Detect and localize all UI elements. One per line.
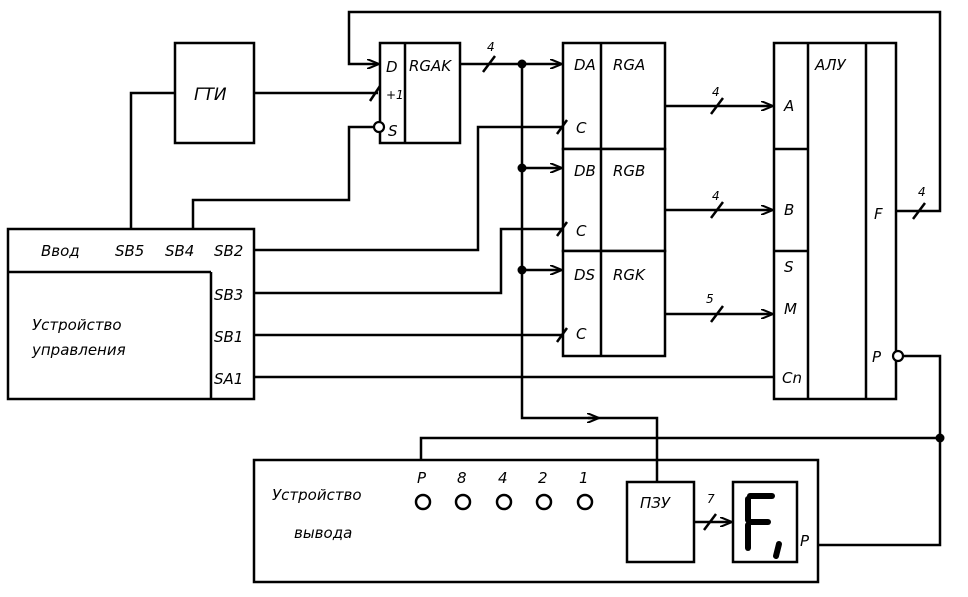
rga-c-pin: C bbox=[576, 119, 587, 137]
rgk-d-pin: DS bbox=[574, 266, 596, 284]
alu-b-pin: B bbox=[784, 201, 794, 219]
rgb-label: RGB bbox=[613, 162, 645, 180]
alu-m-pin: M bbox=[784, 300, 797, 318]
indicator-lamp-2 bbox=[535, 493, 553, 511]
output-unit-title-2: вывода bbox=[294, 524, 352, 542]
output-unit: Устройство вывода P 8 4 2 1 ПЗУ P bbox=[252, 458, 820, 584]
indicator-label-1: 1 bbox=[579, 469, 589, 487]
control-unit: Ввод SB5 SB4 SB2 SB3 SB1 SA1 Устройство … bbox=[6, 227, 256, 401]
indicator-lamp-8 bbox=[454, 493, 472, 511]
input-label: Ввод bbox=[41, 242, 80, 260]
alu-cn-pin: Cn bbox=[782, 369, 802, 387]
sb2-label: SB2 bbox=[214, 242, 243, 260]
indicator-label-p: P bbox=[417, 469, 427, 487]
bus-width-rgk-alu: 5 bbox=[706, 292, 714, 306]
rgb-register: DB C RGB bbox=[561, 147, 667, 253]
alu-p-pin: P bbox=[872, 348, 882, 366]
pzu-label: ПЗУ bbox=[640, 494, 671, 512]
output-unit-title-1: Устройство bbox=[272, 486, 362, 504]
pzu-block: ПЗУ bbox=[625, 480, 696, 564]
rgak-d-pin: D bbox=[386, 58, 398, 76]
rgk-register: DS C RGK bbox=[561, 249, 667, 358]
rgak-register: D +1 S RGAK bbox=[378, 41, 462, 145]
rga-register: DA C RGA bbox=[561, 41, 667, 151]
sb5-label: SB5 bbox=[115, 242, 144, 260]
bus-width-labels: 4 4 4 5 4 7 bbox=[487, 40, 926, 506]
alu-f-pin: F bbox=[874, 205, 883, 223]
indicator-label-2: 2 bbox=[538, 469, 548, 487]
indicator-label-8: 8 bbox=[457, 469, 467, 487]
alu-p-inversion bbox=[891, 349, 905, 363]
sb4-label: SB4 bbox=[165, 242, 194, 260]
indicator-lamp-p bbox=[414, 493, 432, 511]
alu-a-pin: A bbox=[783, 97, 794, 115]
indicator-label-4: 4 bbox=[498, 469, 508, 487]
rgk-label: RGK bbox=[613, 266, 646, 284]
rga-label: RGA bbox=[613, 56, 645, 74]
bus-width-pzu-display: 7 bbox=[707, 492, 715, 506]
seven-segment-display: P bbox=[731, 480, 810, 564]
bus-width-rga-alu: 4 bbox=[712, 85, 720, 99]
rgak-s-inversion bbox=[372, 120, 386, 134]
display-p-label: P bbox=[800, 532, 810, 550]
alu-s-pin: S bbox=[784, 258, 794, 276]
alu-label: АЛУ bbox=[814, 56, 847, 74]
bus-width-rgb-alu: 4 bbox=[712, 189, 720, 203]
rgb-d-pin: DB bbox=[574, 162, 596, 180]
sb3-label: SB3 bbox=[214, 286, 243, 304]
indicator-lamp-1 bbox=[576, 493, 594, 511]
rgak-label: RGAK bbox=[409, 57, 452, 75]
gti-label: ГТИ bbox=[194, 85, 227, 105]
rgak-plus1-pin: +1 bbox=[386, 88, 404, 102]
bus-width-alu-f: 4 bbox=[918, 185, 926, 199]
alu-block: АЛУ A B S M Cn F P bbox=[772, 41, 898, 401]
rgb-c-pin: C bbox=[576, 222, 587, 240]
indicator-lamp-4 bbox=[495, 493, 513, 511]
sb1-label: SB1 bbox=[214, 328, 243, 346]
bus-width-rgak: 4 bbox=[487, 40, 495, 54]
rgk-c-pin: C bbox=[576, 325, 587, 343]
rgak-s-pin: S bbox=[388, 122, 398, 140]
sa1-label: SA1 bbox=[214, 370, 243, 388]
gti-block: ГТИ bbox=[173, 41, 256, 145]
wires bbox=[129, 10, 945, 547]
rga-d-pin: DA bbox=[574, 56, 596, 74]
control-unit-title-2: управления bbox=[31, 341, 126, 359]
control-unit-title-1: Устройство bbox=[32, 316, 122, 334]
